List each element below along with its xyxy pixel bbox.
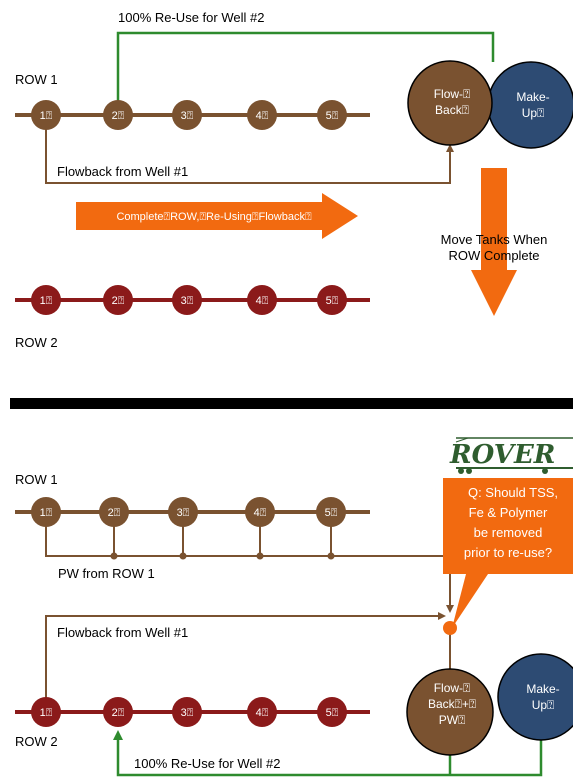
complete-row-arrow: Complete⍰ROW,⍰Re-Using⍰Flowback⍰ (76, 193, 358, 239)
tank-label-line3: PW⍰ (439, 713, 466, 727)
well-label: 3⍰ (177, 507, 190, 519)
reuse-line-bottom (113, 730, 543, 777)
row1-label-top: ROW 1 (15, 72, 58, 87)
row2-well-4-top: 4⍰ (247, 285, 277, 315)
well-label: 2⍰ (112, 295, 125, 307)
flowback-pw-tank-bottom: Flow-⍰ Back⍰+⍰ PW⍰ (406, 668, 494, 756)
well-label: 2⍰ (112, 110, 125, 122)
row1-well-3-top: 3⍰ (172, 100, 202, 130)
row2-well-2-bottom: 2⍰ (103, 697, 133, 727)
row2-label-bottom: ROW 2 (15, 734, 58, 749)
row1-well-5-top: 5⍰ (317, 100, 347, 130)
junction-dot (256, 552, 264, 560)
well-label: 4⍰ (256, 295, 269, 307)
well-label: 2⍰ (112, 707, 125, 719)
row2-well-5-bottom: 5⍰ (317, 697, 347, 727)
row1-well-2-top: 2⍰ (103, 100, 133, 130)
row1-well-3-bottom: 3⍰ (168, 497, 198, 527)
tank-label-line2: Back⍰+⍰ (428, 697, 476, 711)
flowback-label-top: Flowback from Well #1 (57, 164, 188, 179)
well-label: 5⍰ (326, 707, 339, 719)
question-line2: Fe & Polymer (469, 505, 548, 520)
row1-well-1-top: 1⍰ (31, 100, 61, 130)
junction-dot (110, 552, 118, 560)
row1-well-1-bottom: 1⍰ (31, 497, 61, 527)
tank-label-line1: Make- (526, 682, 559, 696)
move-tanks-line2: ROW Complete (448, 248, 539, 263)
question-line3: be removed (474, 525, 543, 540)
complete-row-text: Complete⍰ROW,⍰Re-Using⍰Flowback⍰ (116, 211, 312, 223)
well-label: 4⍰ (256, 707, 269, 719)
well-label: 4⍰ (254, 507, 267, 519)
well-label: 4⍰ (256, 110, 269, 122)
flowback-label-bottom: Flowback from Well #1 (57, 625, 188, 640)
row1-well-2-bottom: 2⍰ (99, 497, 129, 527)
reuse-label-top: 100% Re-Use for Well #2 (118, 10, 264, 25)
well-label: 5⍰ (326, 295, 339, 307)
reuse-line-top (113, 31, 495, 122)
tank-label-line1: Flow-⍰ (434, 87, 471, 101)
pw-label: PW from ROW 1 (58, 566, 155, 581)
well-label: 3⍰ (181, 707, 194, 719)
treatment-point (443, 621, 457, 635)
pw-line (45, 512, 454, 613)
row2-well-3-bottom: 3⍰ (172, 697, 202, 727)
row2-well-5-top: 5⍰ (317, 285, 347, 315)
question-line1: Q: Should TSS, (468, 485, 558, 500)
move-tanks-arrow (471, 168, 517, 316)
well-label: 1⍰ (40, 295, 53, 307)
row1-well-4-top: 4⍰ (247, 100, 277, 130)
junction-dot (179, 552, 187, 560)
well-label: 5⍰ (325, 507, 338, 519)
row2-well-1-top: 1⍰ (31, 285, 61, 315)
junction-dot (327, 552, 335, 560)
well-label: 1⍰ (40, 707, 53, 719)
tank-label-line2: Up⍰ (522, 106, 545, 120)
row2-label-top: ROW 2 (15, 335, 58, 350)
well-label: 3⍰ (181, 110, 194, 122)
reuse-label-bottom: 100% Re-Use for Well #2 (134, 756, 280, 771)
flowback-line-top (45, 115, 454, 184)
tank-label-line2: Back⍰ (435, 103, 469, 117)
makeup-tank-bottom: Make- Up⍰ (497, 653, 573, 741)
flowback-line-bottom (45, 612, 446, 712)
rover-logo: ROVER (449, 437, 573, 474)
row2-well-3-top: 3⍰ (172, 285, 202, 315)
well-label: 1⍰ (40, 110, 53, 122)
section-divider (10, 398, 573, 409)
row2-well-1-bottom: 1⍰ (31, 697, 61, 727)
row1-well-4-bottom: 4⍰ (245, 497, 275, 527)
well-label: 2⍰ (108, 507, 121, 519)
row2-well-4-bottom: 4⍰ (247, 697, 277, 727)
question-line4: prior to re-use? (464, 545, 552, 560)
row2-well-2-top: 2⍰ (103, 285, 133, 315)
logo-text: ROVER (449, 440, 555, 470)
flowback-tank-top: Flow-⍰ Back⍰ (407, 60, 493, 146)
move-tanks-line1: Move Tanks When (441, 232, 548, 247)
row1-well-5-bottom: 5⍰ (316, 497, 346, 527)
well-label: 1⍰ (40, 507, 53, 519)
tank-label-line1: Make- (516, 90, 549, 104)
row1-label-bottom: ROW 1 (15, 472, 58, 487)
tank-label-line1: Flow-⍰ (434, 681, 471, 695)
tank-label-line2: Up⍰ (532, 698, 555, 712)
well-label: 5⍰ (326, 110, 339, 122)
question-callout: Q: Should TSS, Fe & Polymer be removed p… (443, 478, 573, 628)
well-label: 3⍰ (181, 295, 194, 307)
makeup-tank-top: Make- Up⍰ (487, 61, 573, 149)
